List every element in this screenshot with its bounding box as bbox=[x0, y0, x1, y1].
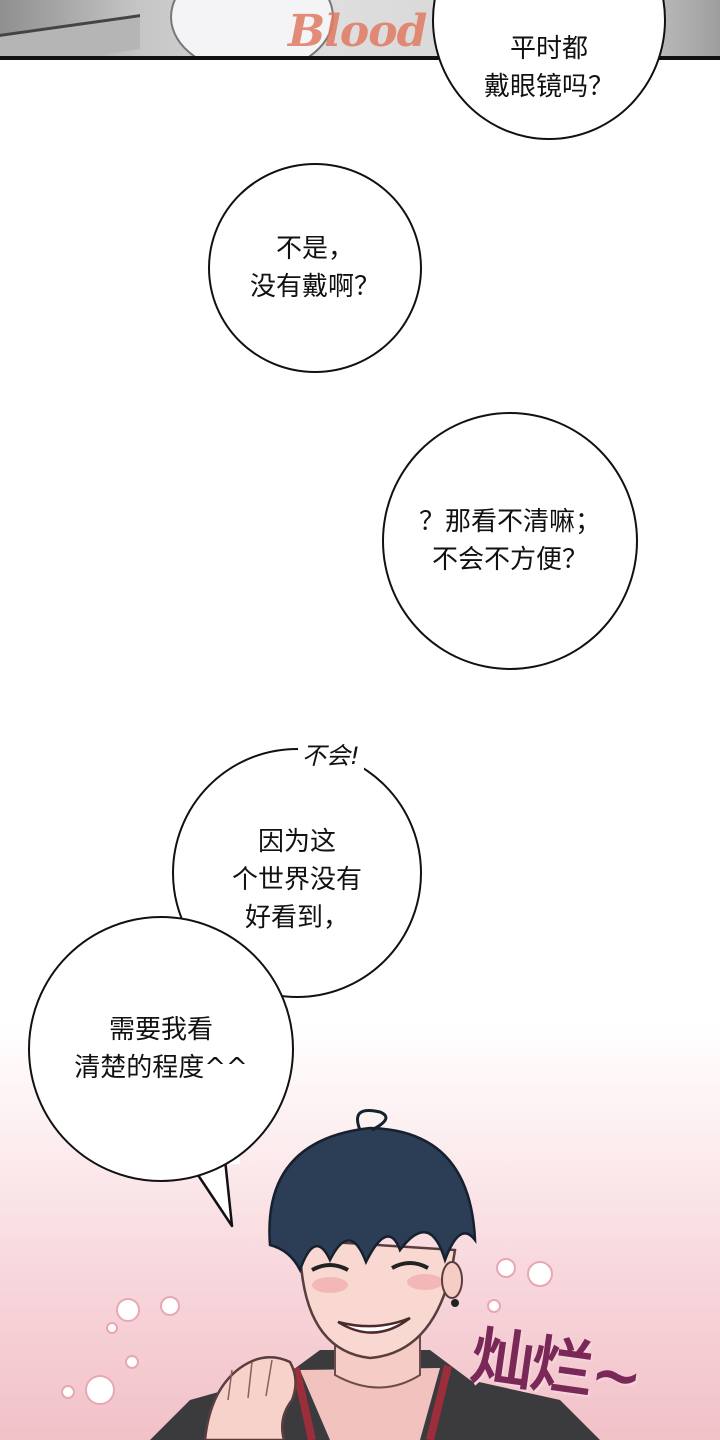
speech-bubble-1: 平时都 戴眼镜吗？ bbox=[432, 0, 666, 140]
desk-illustration bbox=[0, 14, 140, 56]
speech-bubble-2: 不是， 没有戴啊？ bbox=[208, 163, 422, 373]
exclamation-text: 不会! bbox=[298, 736, 364, 771]
speech-bubble-3: ？那看不清嘛； 不会不方便？ bbox=[382, 412, 638, 670]
speech-bubble-5-text: 需要我看 清楚的程度^^ bbox=[74, 1015, 248, 1083]
speech-bubble-2-text: 不是， 没有戴啊？ bbox=[249, 234, 380, 302]
shirt-print-text: Blood bbox=[288, 6, 427, 57]
speech-bubble-5: 需要我看 清楚的程度^^ bbox=[28, 916, 294, 1182]
character-arm-illustration bbox=[170, 0, 334, 56]
speech-bubble-4-text: 因为这 个世界没有 好看到， bbox=[231, 827, 362, 933]
smiling-character-illustration bbox=[61, 1109, 600, 1440]
speech-bubble-4: 因为这 个世界没有 好看到， bbox=[172, 748, 422, 998]
speech-bubble-3-text: ？那看不清嘛； 不会不方便？ bbox=[418, 507, 601, 575]
speech-bubble-1-text: 平时都 戴眼镜吗？ bbox=[483, 34, 614, 102]
